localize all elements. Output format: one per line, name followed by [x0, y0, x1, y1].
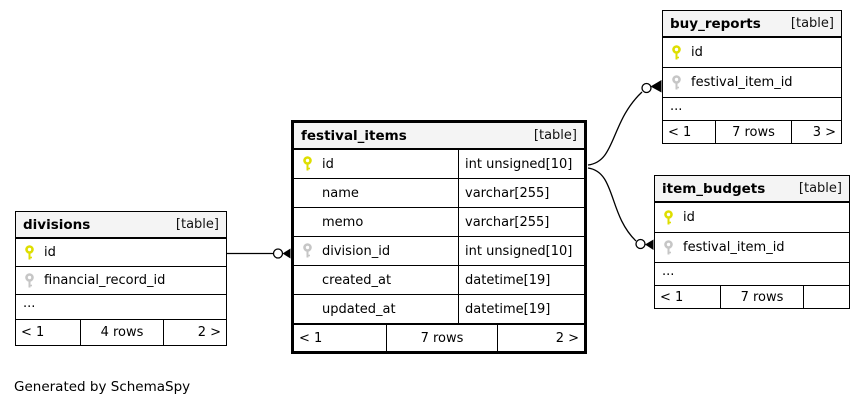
column-row: name varchar[255]	[294, 179, 584, 208]
relationship-circle	[272, 248, 284, 259]
column-name: id	[691, 45, 703, 60]
column-name: id	[322, 156, 334, 172]
row-count: 4 rows	[81, 320, 164, 345]
column-row: division_id int unsigned[10]	[294, 237, 584, 266]
table-tag: [table]	[175, 217, 219, 232]
table-name[interactable]: festival_items	[301, 127, 407, 144]
relationship-circle	[635, 238, 646, 250]
column-name: name	[322, 185, 359, 201]
column-type: varchar[255]	[458, 208, 584, 236]
table-festival-items-header[interactable]: festival_items [table]	[294, 123, 584, 150]
column-row: id	[663, 38, 841, 68]
hidden-before-count: < 1	[655, 286, 721, 308]
column-name: festival_item_id	[691, 75, 793, 90]
column-row: festival_item_id	[655, 233, 849, 263]
column-name: id	[683, 210, 695, 225]
table-divisions[interactable]: divisions [table] id financial_	[15, 211, 227, 346]
hidden-after-count	[804, 286, 849, 308]
column-type: datetime[19]	[458, 295, 584, 323]
column-type: datetime[19]	[458, 266, 584, 294]
hidden-columns-ellipsis: ...	[663, 98, 841, 121]
hidden-before-count: < 1	[663, 121, 716, 143]
primary-key-icon	[663, 209, 674, 226]
column-name: financial_record_id	[44, 273, 166, 288]
column-name: id	[44, 245, 56, 260]
table-divisions-header[interactable]: divisions [table]	[16, 212, 226, 239]
row-count: 7 rows	[387, 325, 498, 351]
column-name: division_id	[322, 243, 391, 259]
table-footer: < 1 7 rows	[655, 286, 849, 308]
hidden-after-count: 3 >	[812, 124, 836, 140]
table-name[interactable]: buy_reports	[670, 15, 761, 32]
primary-key-icon	[671, 44, 682, 61]
table-footer: < 1 7 rows 2 >	[294, 324, 584, 351]
hidden-before-count: < 1	[16, 320, 81, 345]
foreign-key-icon	[24, 272, 35, 289]
column-name: updated_at	[322, 301, 396, 317]
column-row: memo varchar[255]	[294, 208, 584, 237]
table-name[interactable]: divisions	[23, 216, 91, 233]
column-row: updated_at datetime[19]	[294, 295, 584, 324]
primary-key-icon	[302, 156, 313, 172]
table-footer: < 1 7 rows 3 >	[663, 121, 841, 143]
relationship-arrow-icon	[645, 239, 654, 250]
relationship-line-item-budgets	[587, 167, 637, 242]
column-name: created_at	[322, 272, 392, 288]
table-tag: [table]	[533, 128, 577, 143]
table-footer: < 1 4 rows 2 >	[16, 320, 226, 345]
relationship-arrow-icon	[282, 248, 291, 259]
hidden-after-count: 2 >	[555, 330, 579, 346]
table-buy-reports-header[interactable]: buy_reports [table]	[663, 11, 841, 38]
table-buy-reports[interactable]: buy_reports [table] id festival	[662, 10, 842, 144]
table-tag: [table]	[798, 181, 842, 196]
table-item-budgets[interactable]: item_budgets [table] id festiva	[654, 175, 850, 309]
column-row: id int unsigned[10]	[294, 150, 584, 179]
foreign-key-icon	[663, 239, 674, 256]
hidden-after-count: 2 >	[197, 325, 221, 340]
column-row: financial_record_id	[16, 267, 226, 295]
column-name: festival_item_id	[683, 240, 785, 255]
table-festival-items[interactable]: festival_items [table] id int unsigned[1…	[291, 120, 587, 354]
row-count: 7 rows	[721, 286, 804, 308]
column-row: id	[16, 239, 226, 267]
column-type: varchar[255]	[458, 179, 584, 207]
primary-key-icon	[24, 244, 35, 261]
table-name[interactable]: item_budgets	[662, 180, 766, 197]
column-row: festival_item_id	[663, 68, 841, 98]
column-name: memo	[322, 214, 364, 230]
foreign-key-icon	[671, 74, 682, 91]
relationship-line-buy-reports	[587, 91, 643, 166]
column-type: int unsigned[10]	[458, 237, 584, 265]
table-item-budgets-header[interactable]: item_budgets [table]	[655, 176, 849, 203]
row-count: 7 rows	[716, 121, 792, 143]
relationship-arrow-icon	[650, 80, 662, 93]
hidden-before-count: < 1	[294, 325, 387, 351]
column-type: int unsigned[10]	[458, 150, 584, 178]
foreign-key-icon	[302, 243, 313, 259]
column-row: created_at datetime[19]	[294, 266, 584, 295]
generator-caption: Generated by SchemaSpy	[14, 379, 191, 395]
column-row: id	[655, 203, 849, 233]
relationship-circle	[641, 82, 652, 94]
hidden-columns-ellipsis: ...	[655, 263, 849, 286]
hidden-columns-ellipsis: ...	[16, 295, 226, 320]
table-tag: [table]	[790, 16, 834, 31]
